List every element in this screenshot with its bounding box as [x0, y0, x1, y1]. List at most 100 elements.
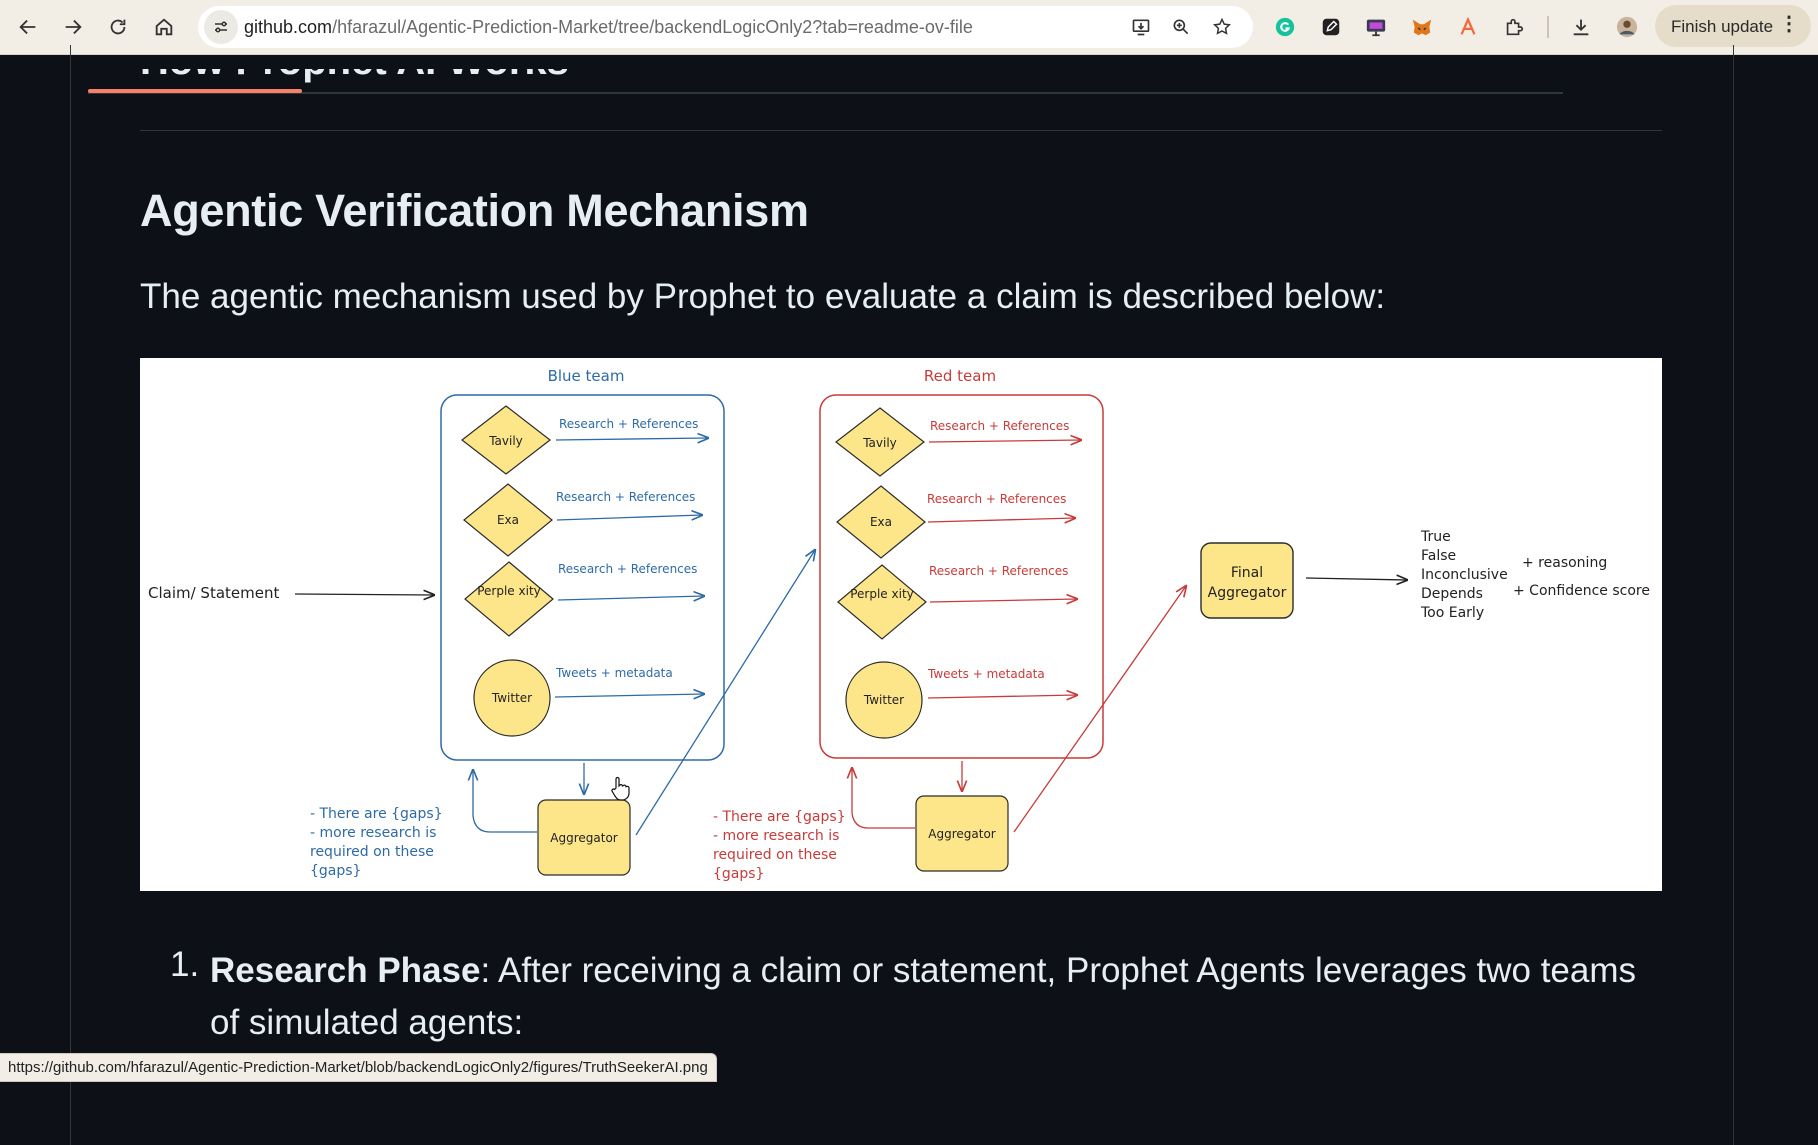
- blue-tavily-node: Tavily: [461, 405, 551, 475]
- red-to-final-arrow: [1013, 586, 1186, 833]
- blue-tavily-label: Tavily: [488, 434, 523, 448]
- mechanism-diagram-image[interactable]: Claim/ Statement Blue team Tavily Resear…: [140, 358, 1662, 891]
- blue-aggregator-node: Aggregator: [537, 799, 631, 876]
- download-icon[interactable]: [1567, 13, 1595, 41]
- final-aggregator-node: Final Aggregator: [1200, 542, 1294, 619]
- red-aggregator-label: Aggregator: [928, 827, 996, 841]
- blue-team-box: [440, 394, 725, 761]
- blue-exa-label: Exa: [497, 513, 519, 527]
- claim-arrow: [294, 594, 434, 595]
- blue-output-1: Research + References: [559, 417, 698, 431]
- forward-icon[interactable]: [55, 9, 91, 45]
- red-exa-node: Exa: [836, 485, 926, 559]
- browser-toolbar: github.com/hfarazul/Agentic-Prediction-M…: [0, 0, 1818, 55]
- red-output-3: Research + References: [929, 564, 1068, 578]
- research-phase-text: : After receiving a claim or statement, …: [210, 951, 1637, 1042]
- research-phase-item: Research Phase: After receiving a claim …: [210, 945, 1660, 1049]
- blue-arrow-4: [554, 694, 704, 697]
- red-arrow-2: [927, 518, 1075, 522]
- github-page: How Prophet AI Works Agentic Verificatio…: [0, 45, 1818, 1145]
- blue-output-4: Tweets + metadata: [555, 666, 673, 680]
- readme-tab-active-indicator[interactable]: [88, 89, 302, 93]
- verdict-depends: Depends: [1421, 586, 1483, 602]
- blue-team-title: Blue team: [548, 367, 625, 385]
- hand-cursor-icon: [611, 776, 630, 801]
- verdict-false: False: [1421, 548, 1456, 564]
- red-feedback-1: - There are {gaps}: [713, 809, 846, 825]
- verdict-inconclusive: Inconclusive: [1421, 567, 1508, 583]
- blue-feedback-3: required on these: [310, 844, 434, 860]
- red-output-2: Research + References: [927, 492, 1066, 506]
- site-info-icon[interactable]: [204, 10, 238, 44]
- blue-feedback-1: - There are {gaps}: [310, 806, 443, 822]
- blue-exa-node: Exa: [463, 483, 553, 557]
- grammarly-icon[interactable]: [1271, 13, 1299, 41]
- verdict-list: True False Inconclusive Depends Too Earl…: [1420, 529, 1512, 621]
- url-path: /hfarazul/Agentic-Prediction-Market/tree…: [332, 17, 973, 37]
- red-twitter-label: Twitter: [863, 693, 904, 707]
- back-icon[interactable]: [10, 9, 46, 45]
- finish-update-label: Finish update: [1671, 17, 1774, 36]
- extra-reasoning: + reasoning: [1522, 555, 1607, 571]
- verdict-true: True: [1420, 529, 1451, 545]
- red-feedback-2: - more research is: [713, 828, 839, 844]
- red-tavily-node: Tavily: [835, 407, 925, 477]
- zoom-icon[interactable]: [1167, 13, 1195, 41]
- blue-arrow-2: [556, 515, 702, 520]
- blue-perplexity-node: Perple xity: [464, 561, 554, 637]
- red-feedback-4: {gaps}: [713, 866, 764, 882]
- blue-twitter-label: Twitter: [491, 691, 532, 705]
- red-feedback-arrow: [852, 768, 915, 829]
- blue-twitter-node: Twitter: [473, 659, 551, 737]
- red-perplexity-label: Perple xity: [850, 587, 914, 601]
- monitor-extension-icon[interactable]: [1362, 13, 1390, 41]
- claim-statement-label: Claim/ Statement: [148, 584, 279, 602]
- red-perplexity-node: Perple xity: [837, 564, 927, 640]
- red-output-4: Tweets + metadata: [927, 667, 1045, 681]
- blue-arrow-1: [555, 438, 708, 440]
- final-aggregator-line-1: Final: [1231, 565, 1263, 581]
- blue-feedback-4: {gaps}: [310, 863, 361, 879]
- blue-perplexity-label: Perple xity: [477, 584, 541, 598]
- install-icon[interactable]: [1127, 13, 1155, 41]
- intro-paragraph: The agentic mechanism used by Prophet to…: [140, 277, 1386, 316]
- extra-confidence-score: + Confidence score: [1513, 583, 1650, 599]
- blue-feedback-text: - There are {gaps} - more research is re…: [310, 806, 447, 879]
- menu-dots-icon[interactable]: ⋮: [1779, 13, 1799, 35]
- blue-feedback-2: - more research is: [310, 825, 436, 841]
- readme-container: [70, 45, 1734, 1145]
- profile-avatar[interactable]: [1613, 13, 1641, 41]
- extension-a-icon[interactable]: [1454, 13, 1482, 41]
- bookmark-star-icon[interactable]: [1208, 13, 1236, 41]
- blue-output-2: Research + References: [556, 490, 695, 504]
- previous-heading: How Prophet AI Works: [140, 39, 569, 83]
- reload-icon[interactable]: [100, 9, 136, 45]
- finish-update-button[interactable]: Finish update ⋮: [1655, 5, 1811, 47]
- heading-rule: [140, 130, 1662, 131]
- red-twitter-node: Twitter: [845, 661, 923, 739]
- red-aggregator-node: Aggregator: [915, 795, 1009, 872]
- mechanism-diagram: Claim/ Statement Blue team Tavily Resear…: [148, 367, 1650, 882]
- url-text[interactable]: github.com/hfarazul/Agentic-Prediction-M…: [244, 17, 973, 38]
- red-tavily-label: Tavily: [862, 436, 897, 450]
- red-arrow-3: [929, 599, 1077, 602]
- address-bar[interactable]: github.com/hfarazul/Agentic-Prediction-M…: [198, 6, 1253, 48]
- pen-extension-icon[interactable]: [1317, 13, 1345, 41]
- list-number: 1.: [170, 945, 200, 984]
- final-aggregator-line-2: Aggregator: [1208, 585, 1287, 601]
- red-feedback-text: - There are {gaps} - more research is re…: [713, 809, 850, 882]
- red-team-box: [819, 394, 1104, 759]
- extensions-puzzle-icon[interactable]: [1500, 13, 1528, 41]
- blue-feedback-arrow: [473, 770, 537, 833]
- url-host: github.com: [244, 17, 333, 37]
- final-output-arrow: [1305, 578, 1407, 580]
- toolbar-divider: [1547, 16, 1549, 38]
- home-icon[interactable]: [146, 9, 182, 45]
- section-title: Agentic Verification Mechanism: [140, 185, 809, 236]
- metamask-fox-icon[interactable]: [1408, 13, 1436, 41]
- blue-output-3: Research + References: [558, 562, 697, 576]
- blue-aggregator-label: Aggregator: [550, 831, 618, 845]
- red-team-title: Red team: [924, 367, 996, 385]
- red-arrow-4: [927, 695, 1077, 698]
- red-output-1: Research + References: [930, 419, 1069, 433]
